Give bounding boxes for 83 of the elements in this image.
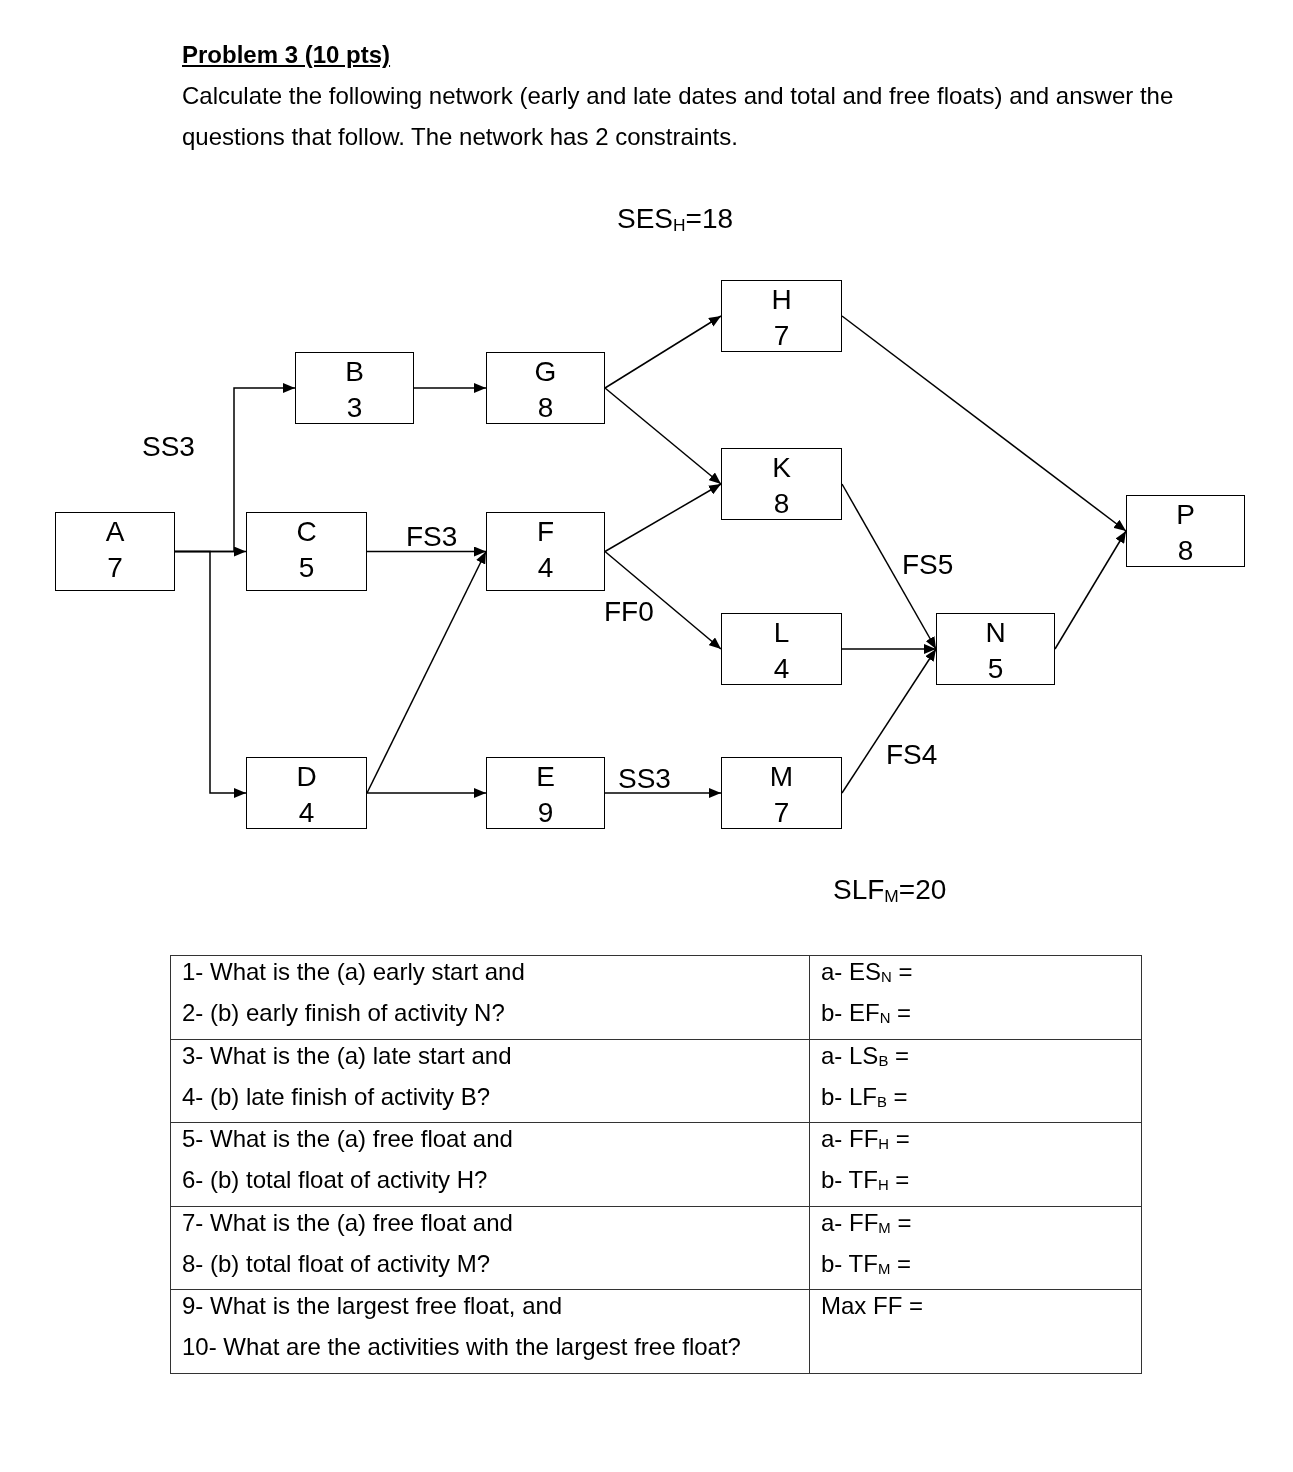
activity-duration: 7 [107, 551, 123, 585]
question-text: 2- (b) early finish of activity N? [182, 998, 506, 1028]
edge-label: SS3 [618, 765, 671, 793]
arrow [841, 315, 1127, 532]
question-text: 1- What is the (a) early start and [182, 957, 526, 987]
arrow [604, 788, 722, 798]
activity-letter: D [296, 760, 317, 794]
arrow [604, 387, 722, 485]
activity-duration: 4 [298, 796, 315, 830]
arrow [841, 648, 937, 794]
edge-label: FF0 [604, 598, 654, 626]
activity-duration: 8 [773, 487, 790, 521]
activity-letter: H [771, 283, 792, 317]
activity-letter: P [1176, 498, 1195, 532]
answer-prompt: b- LF$_{B}$ = [821, 1082, 909, 1112]
arrow [174, 550, 247, 798]
activity-letter: L [773, 616, 790, 650]
answer-prompt: a- FF$_{M}$ = [821, 1208, 913, 1238]
activity-duration: 9 [537, 796, 554, 830]
arrow [841, 644, 937, 654]
answer-prompt: Max FF = [821, 1291, 924, 1321]
question-text: 4- (b) late finish of activity B? [182, 1082, 492, 1112]
activity-box [1126, 495, 1245, 567]
answer-prompt: b- EF$_{N}$ = [821, 998, 913, 1028]
activity-letter: F [536, 515, 555, 549]
arrow [366, 550, 487, 794]
arrow [1054, 530, 1127, 650]
arrow [604, 315, 722, 389]
activity-letter: N [985, 616, 1006, 650]
question-text: 6- (b) total float of activity H? [182, 1165, 489, 1195]
question-text: 5- What is the (a) free float and [182, 1124, 514, 1154]
activity-box [936, 613, 1055, 685]
arrow [604, 550, 722, 650]
edge-label: FS4 [886, 741, 938, 769]
arrow [366, 546, 487, 557]
answer-prompt: b- TF$_{M}$ = [821, 1249, 912, 1279]
activity-letter: E [536, 760, 555, 794]
constraint-note: SES$_{H}$=18 [617, 203, 734, 235]
activity-duration: 8 [1177, 534, 1194, 568]
activity-letter: B [345, 355, 364, 389]
activity-letter: K [772, 451, 791, 485]
answer-prompt: a- FF$_{H}$ = [821, 1124, 911, 1154]
activity-letter: G [534, 355, 557, 389]
problem-title: Problem 3 (10 pts) [182, 40, 391, 70]
activity-box [721, 448, 842, 520]
activity-box [246, 512, 367, 591]
edge-label: FS5 [902, 551, 954, 579]
activity-box [486, 757, 605, 829]
activity-box [55, 512, 175, 591]
answer-prompt: a- LS$_{B}$ = [821, 1041, 910, 1071]
arrow [413, 383, 487, 393]
activity-duration: 5 [987, 652, 1004, 686]
question-text: 3- What is the (a) late start and [182, 1041, 513, 1071]
activity-box [721, 613, 842, 685]
activity-duration: 4 [773, 652, 790, 686]
question-text: 10- What are the activities with the largest free float? [182, 1332, 742, 1362]
question-text: 9- What is the largest free float, and [182, 1291, 564, 1321]
question-text: 7- What is the (a) free float and [182, 1208, 514, 1238]
activity-duration: 8 [537, 391, 554, 425]
constraint-note: SLF$_{M}$=20 [833, 874, 947, 906]
arrow [841, 483, 937, 650]
activity-box [295, 352, 414, 424]
activity-duration: 7 [773, 319, 790, 353]
activity-duration: 5 [298, 551, 315, 585]
edge-label: FS3 [406, 523, 458, 551]
activity-box [246, 757, 367, 829]
activity-box [721, 757, 842, 829]
activity-letter: C [296, 515, 317, 549]
activity-box [486, 352, 605, 424]
activity-duration: 7 [773, 796, 790, 830]
instructions-text: Calculate the following network (early and late dates and total and free floats) and answer the questions that follow. The network has 2 constraints. [182, 81, 1175, 152]
activity-duration: 4 [537, 551, 554, 585]
edge-label: SS3 [142, 433, 195, 461]
answer-prompt: a- ES$_{N}$ = [821, 957, 914, 987]
arrow [366, 788, 487, 798]
activity-letter: A [105, 515, 125, 549]
activity-letter: M [769, 760, 794, 794]
arrow [604, 483, 722, 553]
answer-prompt: b- TF$_{H}$ = [821, 1165, 911, 1195]
activity-box [486, 512, 605, 591]
activity-box [721, 280, 842, 352]
activity-duration: 3 [346, 391, 363, 425]
question-text: 8- (b) total float of activity M? [182, 1249, 492, 1279]
